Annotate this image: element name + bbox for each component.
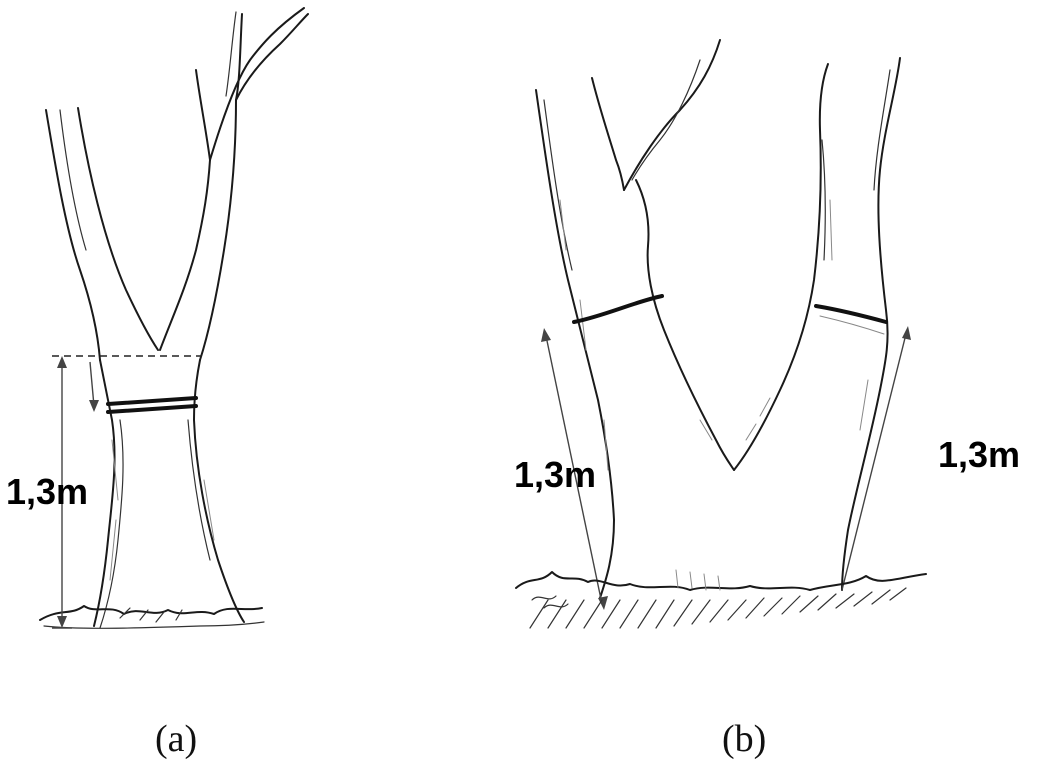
height-label-a: 1,3m <box>6 471 89 512</box>
height-label-b-right: 1,3m <box>938 434 1021 475</box>
tree-a <box>39 7 309 629</box>
caption-a: (a) <box>155 718 198 760</box>
caption-b: (b) <box>722 718 767 760</box>
tree-b <box>515 39 927 629</box>
height-label-b-left: 1,3m <box>514 454 597 495</box>
